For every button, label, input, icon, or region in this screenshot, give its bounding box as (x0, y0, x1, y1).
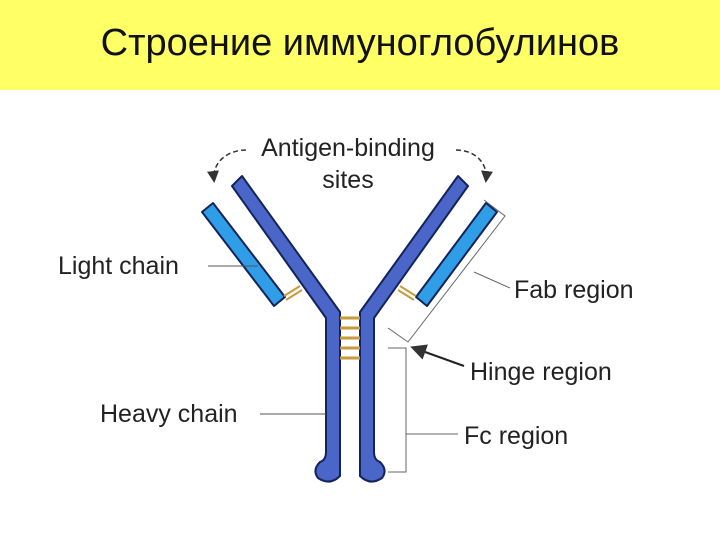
page-title: Строение иммуноглобулинов (100, 22, 620, 64)
light-chain-left (201, 202, 286, 307)
antigen-binding-label-line2: sites (322, 166, 373, 194)
disulfide-bond-left (283, 285, 303, 301)
heavy-chain-label: Heavy chain (100, 400, 238, 428)
fab-region-bracket (387, 199, 506, 343)
light-chain-label: Light chain (58, 252, 179, 280)
heavy-chain-right (359, 175, 469, 483)
title-bar: Строение иммуноглобулинов (0, 0, 720, 90)
hinge-region-label: Hinge region (470, 358, 612, 386)
fc-region-bracket (388, 347, 407, 473)
hinge-disulfide-bonds (340, 316, 360, 360)
heavy-chain-left (231, 175, 341, 483)
antigen-binding-label-line1: Antigen-binding (261, 134, 435, 162)
antigen-binding-arrow-right (455, 149, 493, 183)
fab-leader-line (473, 271, 511, 289)
antigen-binding-arrow-left (207, 149, 247, 183)
hinge-region-arrow (410, 344, 465, 367)
light-chain-right (415, 202, 498, 307)
fc-region-label: Fc region (464, 422, 568, 450)
disulfide-bond-right (397, 285, 417, 301)
fab-region-label: Fab region (514, 276, 634, 304)
